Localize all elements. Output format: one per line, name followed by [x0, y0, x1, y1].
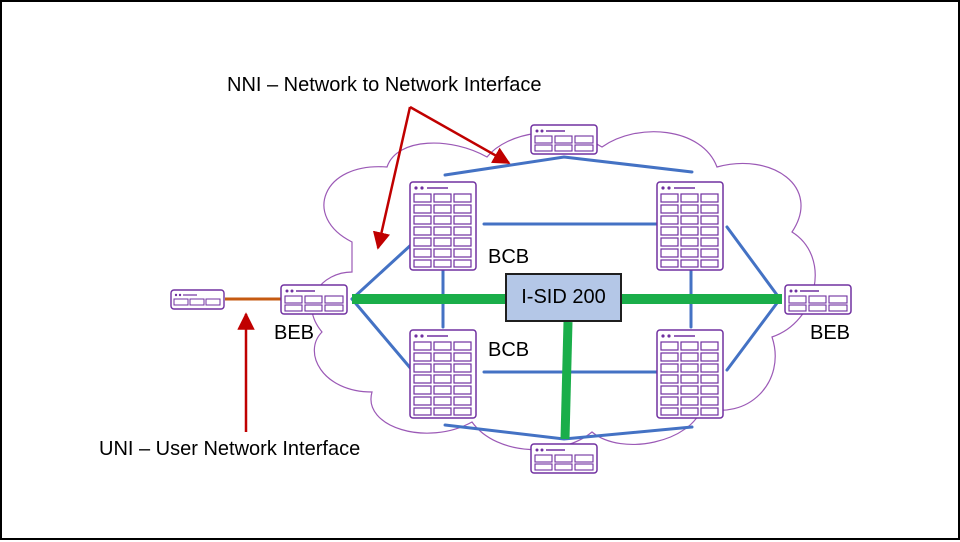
switch-chassis-icon	[656, 329, 724, 419]
nni-link	[725, 225, 782, 301]
annotation-arrows	[237, 105, 511, 432]
nni-arrow	[372, 106, 412, 250]
switch-chassis-icon	[656, 181, 724, 271]
nni-link	[350, 297, 414, 372]
nni-link	[443, 155, 694, 177]
service-path	[352, 294, 782, 440]
nni-arrow	[409, 105, 511, 165]
nni-link	[443, 423, 694, 441]
beb-label-right: BEB	[810, 322, 851, 344]
bcb-label-bottom: BCB	[488, 339, 530, 361]
beb-label-left: BEB	[274, 322, 315, 344]
bcb-label-top: BCB	[488, 246, 530, 268]
switch-chassis-icon	[409, 181, 477, 271]
uni-label: UNI – User Network Interface	[99, 438, 361, 460]
switch-chassis-icon	[409, 329, 477, 419]
nni-link	[725, 297, 782, 372]
edge-switch-icon	[530, 443, 598, 474]
edge-switch-icon	[530, 124, 598, 155]
edge-switch-icon	[280, 284, 348, 315]
host-device-icon	[170, 289, 225, 310]
isid-box: I-SID 200	[505, 273, 622, 322]
nni-link	[350, 242, 414, 301]
service-path-segment	[560, 321, 573, 440]
edge-switch-icon	[784, 284, 852, 315]
nni-label: NNI – Network to Network Interface	[227, 74, 542, 96]
